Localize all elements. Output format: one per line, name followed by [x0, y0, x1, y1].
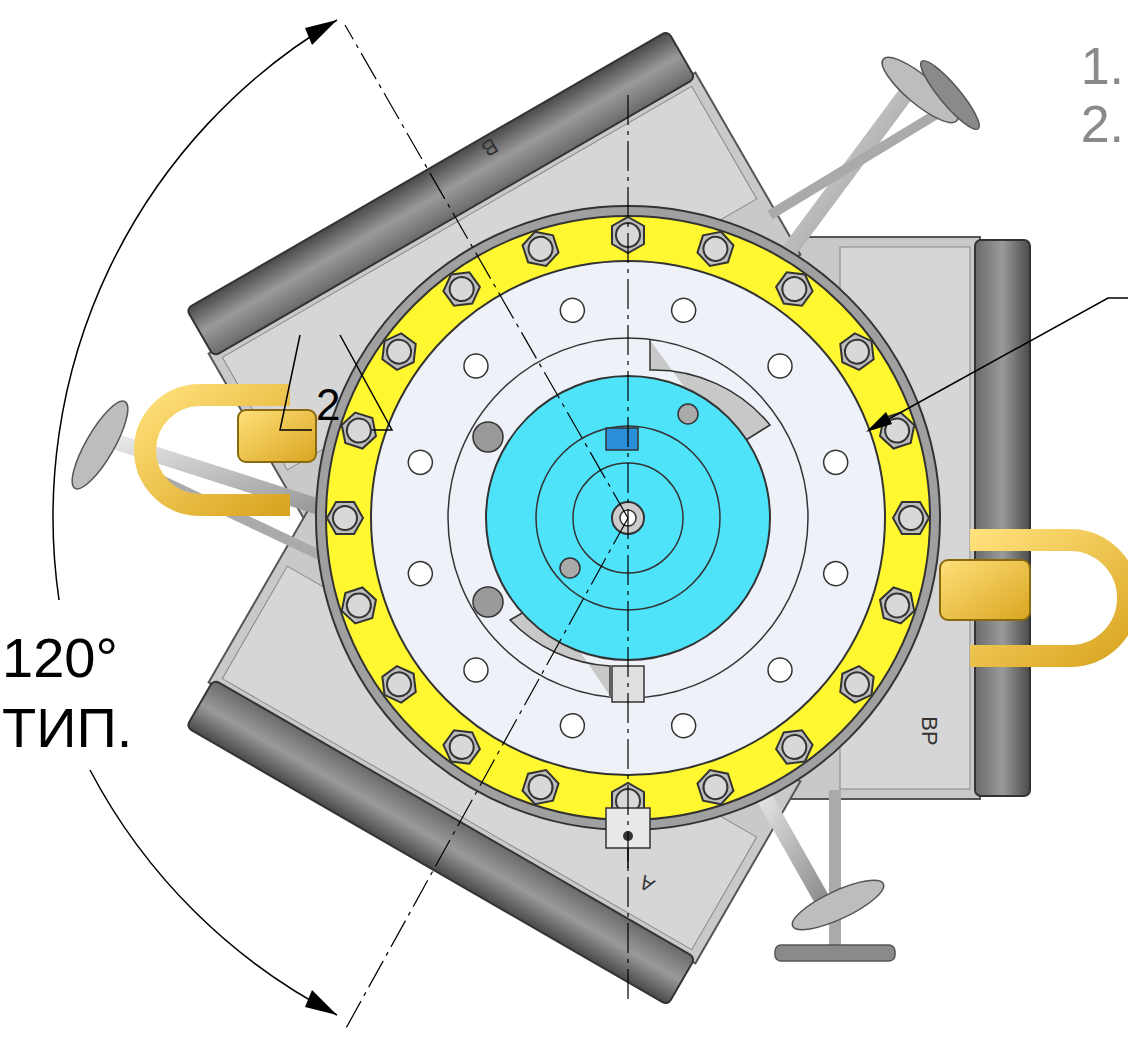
note-number: 2.: [1081, 98, 1124, 150]
housing-marking: ВР: [918, 716, 940, 745]
dimension-text: 120°: [2, 630, 118, 686]
note-number: 1.: [1081, 40, 1124, 92]
dimension-text: ТИП.: [2, 700, 132, 756]
callout-number: 2: [316, 383, 340, 427]
